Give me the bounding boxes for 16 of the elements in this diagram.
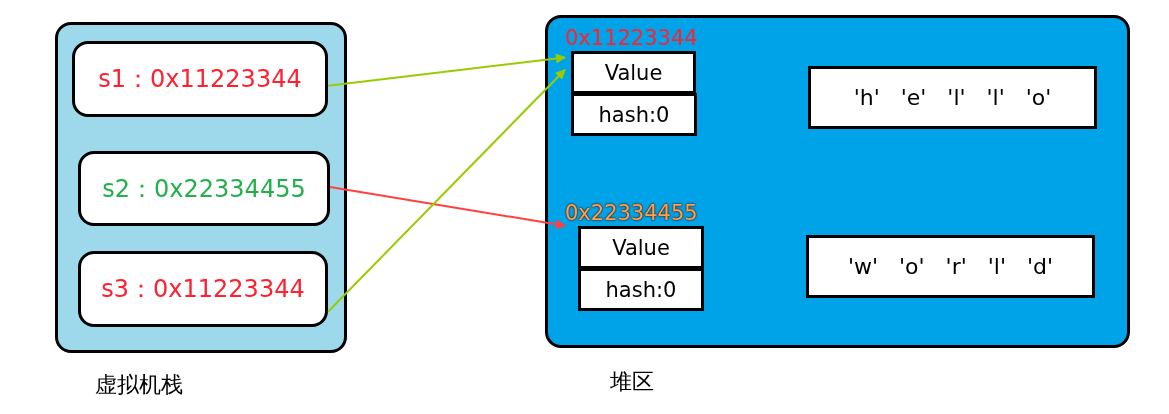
region-label: 虚拟机栈 <box>95 371 183 399</box>
field-cell: Value <box>571 51 696 94</box>
address-label: 0x11223344 <box>565 25 698 51</box>
field-cell: hash:0 <box>571 93 697 136</box>
arrow <box>327 68 566 313</box>
region-label: 堆区 <box>610 368 654 396</box>
arrow <box>329 186 566 230</box>
field-cell: Value <box>578 226 704 269</box>
stack-entry: s3：0x11223344 <box>78 251 328 327</box>
char-array-box: 'w' 'o' 'r' 'l' 'd' <box>806 235 1095 298</box>
stack-entry: s2：0x22334455 <box>78 151 330 226</box>
arrow <box>327 53 566 87</box>
field-cell: hash:0 <box>578 268 704 311</box>
stack-entry: s1：0x11223344 <box>72 41 328 117</box>
address-label: 0x22334455 <box>565 200 698 226</box>
char-array-box: 'h' 'e' 'l' 'l' 'o' <box>808 66 1097 129</box>
